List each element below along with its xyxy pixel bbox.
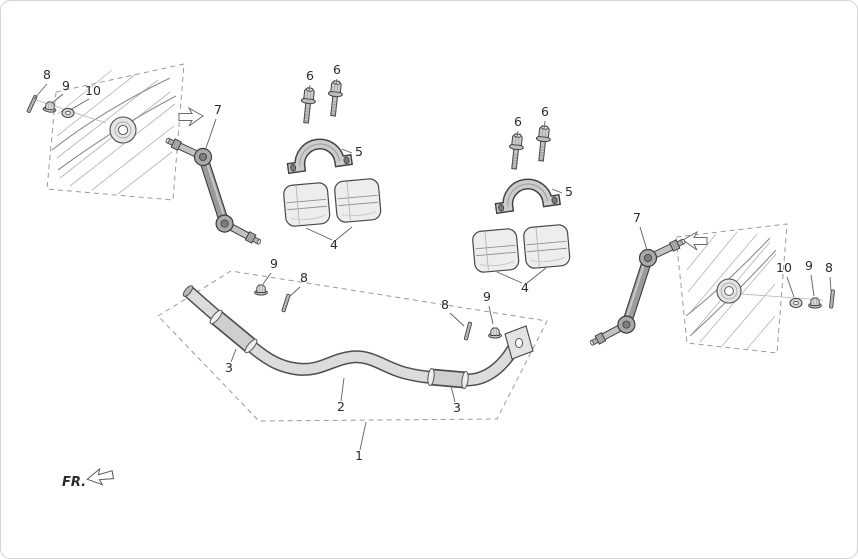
callout-9-frame-right: 9 xyxy=(805,258,813,273)
fr-label: FR. xyxy=(62,475,86,490)
callout-10-frame-left: 10 xyxy=(85,83,101,98)
callout-8-frame-right: 8 xyxy=(825,260,833,275)
assembly-outline xyxy=(157,270,548,422)
frame-section-right xyxy=(675,223,824,354)
callout-5-right: 5 xyxy=(565,184,573,199)
callout-10-frame-right: 10 xyxy=(776,260,792,275)
bar-sleeve-right xyxy=(427,368,469,389)
callout-5-left: 5 xyxy=(355,144,363,159)
bar-end-bracket xyxy=(504,325,534,360)
bar-sleeve-left xyxy=(209,309,258,354)
bushing-left-1 xyxy=(282,181,332,228)
callout-7-link-left: 7 xyxy=(214,102,222,117)
callout-3-left: 3 xyxy=(225,360,233,375)
callout-6-right-1: 6 xyxy=(514,114,522,129)
bushing-right-2 xyxy=(522,223,572,270)
callout-3-right: 3 xyxy=(453,400,461,415)
callout-8-bar-right: 8 xyxy=(441,297,449,312)
callout-7-link-right: 7 xyxy=(633,210,641,225)
bar-end-left xyxy=(182,285,194,297)
direction-arrow-right-frame xyxy=(682,230,708,251)
stabilizer-bar xyxy=(182,285,534,389)
callout-1-assembly: 1 xyxy=(355,448,363,463)
callout-6-left-2: 6 xyxy=(333,62,341,77)
fr-arrow-icon xyxy=(86,467,115,486)
callout-4-right: 4 xyxy=(521,280,529,295)
washer-frame-left xyxy=(61,107,75,119)
callout-9-frame-left: 9 xyxy=(62,78,70,93)
callout-labels: 8 9 10 7 6 6 5 4 6 6 5 4 7 10 9 8 9 8 8 … xyxy=(43,62,833,463)
callout-9-bar-left: 9 xyxy=(270,256,278,271)
direction-arrow-left-frame xyxy=(178,106,204,127)
callout-2-bar: 2 xyxy=(337,399,345,414)
callout-leaders xyxy=(33,78,832,451)
callout-8-bar-left: 8 xyxy=(300,270,308,285)
callout-4-left: 4 xyxy=(330,237,338,252)
callout-6-right-2: 6 xyxy=(541,104,549,119)
callout-9-bar-right: 9 xyxy=(483,289,491,304)
frame-section-left xyxy=(35,63,204,201)
callout-8-frame-left: 8 xyxy=(43,67,51,82)
bushing-right-1 xyxy=(471,227,521,274)
bushing-left-2 xyxy=(333,177,383,224)
washer-frame-right xyxy=(789,297,803,309)
callout-6-left-1: 6 xyxy=(306,68,314,83)
front-direction-marker: FR. xyxy=(62,467,115,490)
